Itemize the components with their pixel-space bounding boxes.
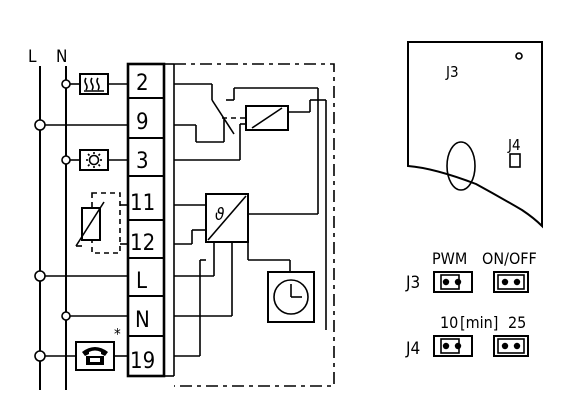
board-j3-label: J3	[445, 63, 459, 81]
circuit-board	[407, 41, 543, 229]
label-N: N	[56, 47, 67, 67]
phone-footnote: *	[114, 325, 121, 343]
clock-icon	[267, 271, 315, 323]
junction-N-N	[61, 311, 71, 321]
j3-option-onoff: ON/OFF	[482, 249, 537, 268]
j4-option-25: 25	[508, 313, 526, 332]
cooling-load	[61, 149, 128, 171]
housing-outline	[174, 63, 335, 387]
j3-option-pwm: PWM	[432, 249, 467, 268]
terminal-L: L	[136, 269, 147, 294]
board-j4-label: J4	[507, 136, 521, 154]
terminal-9: 9	[136, 110, 149, 135]
j3-label: J3	[405, 273, 420, 293]
terminal-12: 12	[130, 231, 155, 256]
jumper-j4-25	[493, 335, 529, 357]
phone-load	[34, 341, 128, 371]
terminal-N: N	[135, 308, 150, 333]
label-L: L	[28, 47, 37, 67]
junction-L-L	[34, 270, 46, 282]
controller-symbol: ϑ	[215, 205, 225, 225]
controller-block	[174, 193, 291, 357]
relay	[174, 83, 327, 330]
terminal-2: 2	[136, 71, 149, 96]
jumper-j4-10	[433, 335, 473, 357]
j4-option-10: 10	[440, 313, 458, 332]
junction-L-9	[34, 119, 46, 131]
cooling-icon	[86, 152, 102, 168]
terminal-19: 19	[130, 349, 155, 374]
j4-label: J4	[405, 339, 420, 359]
heating-icon	[84, 77, 104, 92]
terminal-3: 3	[136, 149, 149, 174]
terminal-11: 11	[130, 191, 155, 216]
jumper-j3-onoff	[493, 271, 529, 293]
terminal-block	[126, 62, 175, 378]
j4-unit: [min]	[460, 313, 498, 332]
jumper-j3-pwm	[433, 271, 473, 293]
heating-load	[61, 73, 128, 95]
telephone-icon	[82, 347, 108, 365]
remote-sensor	[75, 192, 128, 254]
